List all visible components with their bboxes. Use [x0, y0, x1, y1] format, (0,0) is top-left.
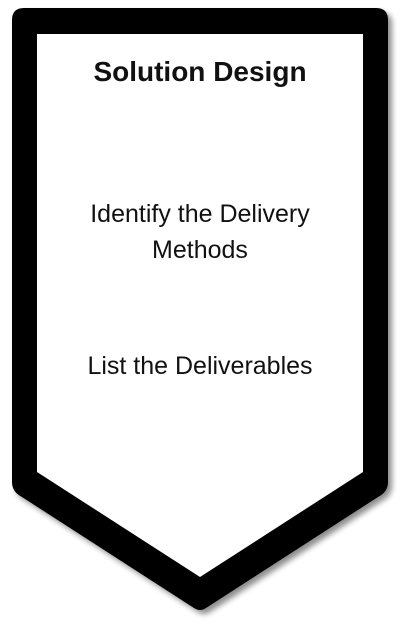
banner-title: Solution Design	[93, 56, 307, 87]
banner-item-delivery-methods: Identify the Delivery Methods	[90, 200, 310, 264]
banner-inner-panel	[37, 34, 363, 577]
banner-item-deliverables: List the Deliverables	[87, 352, 313, 380]
